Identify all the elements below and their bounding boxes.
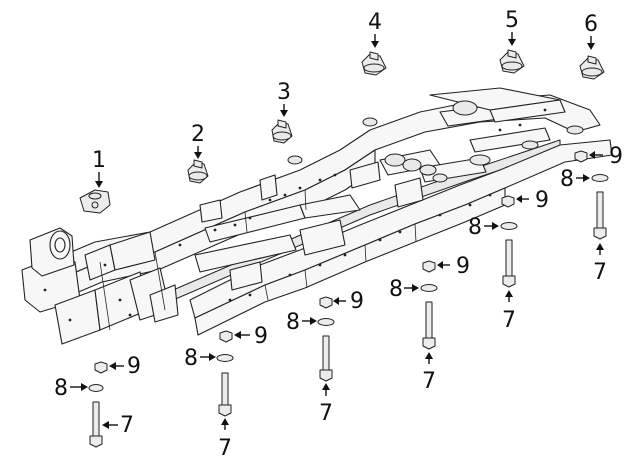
body-mount-5 (499, 49, 525, 74)
callout-7-a: 7 (120, 413, 134, 438)
fastener-group-f (574, 150, 609, 255)
callout-labels: 1 2 3 4 5 6 7 7 7 7 7 7 8 8 8 8 8 8 9 9 … (54, 8, 623, 461)
body-mount-1 (79, 189, 111, 214)
callout-9-e: 9 (535, 188, 549, 213)
callout-9-b: 9 (254, 324, 268, 349)
callout-7-f: 7 (593, 260, 607, 285)
callout-8-f: 8 (560, 167, 574, 192)
callout-2: 2 (191, 122, 205, 147)
callout-1: 1 (92, 148, 106, 173)
callout-5: 5 (505, 8, 519, 33)
callout-9-d: 9 (456, 254, 470, 279)
callout-7-e: 7 (502, 308, 516, 333)
callout-9-a: 9 (127, 354, 141, 379)
callout-6: 6 (584, 12, 598, 37)
fastener-group-c (302, 296, 346, 396)
body-mount-2 (187, 159, 209, 184)
callout-8-d: 8 (389, 277, 403, 302)
mount-leaders (95, 32, 595, 188)
fastener-group-a (70, 361, 124, 448)
callout-8-e: 8 (468, 215, 482, 240)
body-mount-4 (361, 51, 387, 76)
callout-8-c: 8 (286, 310, 300, 335)
fastener-group-b (200, 330, 250, 430)
callout-3: 3 (277, 80, 291, 105)
callout-7-c: 7 (319, 401, 333, 426)
fastener-group-e (484, 195, 529, 302)
body-mount-3 (271, 119, 293, 144)
callout-8-b: 8 (184, 346, 198, 371)
callout-4: 4 (368, 10, 382, 35)
callout-8-a: 8 (54, 376, 68, 401)
callout-9-f: 9 (609, 144, 623, 169)
callout-7-b: 7 (218, 436, 232, 461)
vehicle-frame (21, 87, 613, 345)
callout-7-d: 7 (422, 369, 436, 394)
fastener-group-d (404, 260, 450, 364)
body-mount-6 (579, 55, 605, 80)
callout-9-c: 9 (350, 289, 364, 314)
